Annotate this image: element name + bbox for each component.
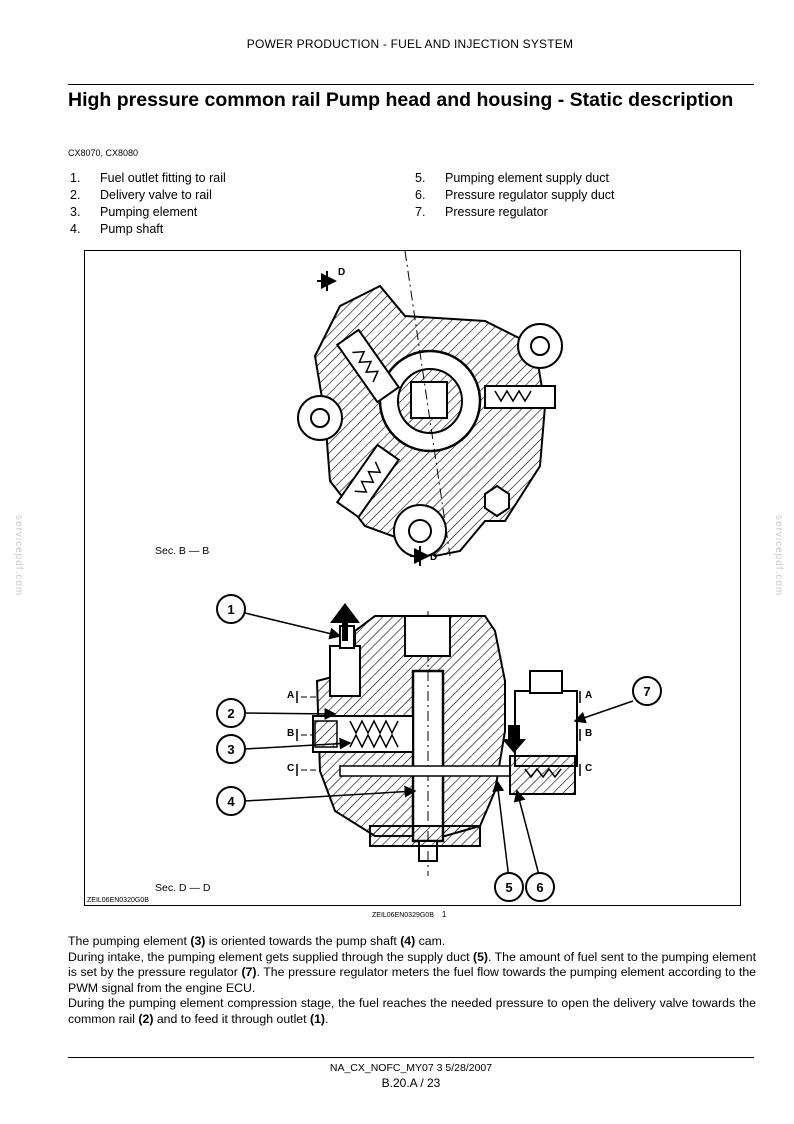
legend-text: Pumping element <box>100 205 198 219</box>
legend-number: 4. <box>70 222 81 236</box>
paragraph: During the pumping element compression s… <box>68 996 756 1027</box>
text-run: and to feed it through outlet <box>153 1011 310 1026</box>
legend-number: 5. <box>415 171 426 185</box>
figure-caption: ZEIL06EN0329G0B 1 <box>372 910 446 919</box>
callout-number: 3 <box>227 742 234 757</box>
text-run: is oriented towards the pump shaft <box>205 934 401 948</box>
section-bb-view: D D Sec. B — B <box>155 251 563 566</box>
header-rule <box>68 84 754 85</box>
text-run: . The pressure regulator meters the fuel… <box>68 965 756 995</box>
legend-item: 3. Pumping element <box>70 204 226 221</box>
callout-leader <box>244 612 342 640</box>
reference-number: (5) <box>472 949 489 964</box>
pump-cross-section-figure: D D Sec. B — B <box>84 250 741 906</box>
legend-item: 4. Pump shaft <box>70 221 226 238</box>
figure-code-caption: ZEIL06EN0329G0B <box>372 912 434 919</box>
text-run: cam. <box>415 934 446 948</box>
cut-marker-label: C <box>287 763 294 774</box>
legend-item: 7. Pressure regulator <box>415 204 615 221</box>
callout-number: 7 <box>643 684 650 699</box>
callout-3: 3 <box>216 734 246 764</box>
description-text: The pumping element (3) is oriented towa… <box>68 934 756 1027</box>
page-number: B.20.A / 23 <box>381 1076 441 1090</box>
legend-number: 3. <box>70 205 81 219</box>
legend-number: 1. <box>70 171 81 185</box>
legend-number: 6. <box>415 188 426 202</box>
section-dd-label: Sec. D — D <box>155 882 211 894</box>
cut-marker-label: A <box>287 690 294 701</box>
callout-leader <box>244 785 417 802</box>
reference-number: (7) <box>241 965 257 979</box>
cut-marker-label: A <box>585 690 592 701</box>
legend-text: Pump shaft <box>100 222 164 236</box>
legend-item: 5. Pumping element supply duct <box>415 170 615 187</box>
pump-diagram: D D Sec. B — B <box>87 251 662 904</box>
cut-marker-label: D <box>430 552 437 563</box>
callout-number: 4 <box>227 794 235 809</box>
callout-6: 6 <box>525 872 555 902</box>
callout-leader <box>513 789 541 880</box>
legend-text: Pressure regulator supply duct <box>445 188 615 202</box>
model-applicability: CX8070, CX8080 <box>68 148 139 158</box>
legend-item: 1. Fuel outlet fitting to rail <box>70 170 226 187</box>
text-run: The pumping element <box>68 934 191 948</box>
text-run: During intake, the pumping element gets … <box>68 949 473 964</box>
reference-number: (1) <box>309 1011 326 1026</box>
reference-number: (2) <box>138 1011 154 1026</box>
callout-number: 6 <box>536 880 543 895</box>
figure-number: 1 <box>441 910 447 919</box>
callout-2: 2 <box>216 698 246 728</box>
footer-rule <box>68 1057 754 1058</box>
callout-5: 5 <box>494 872 524 902</box>
section-dd-view: A B C A B C <box>155 594 662 902</box>
legend-text: Delivery valve to rail <box>100 188 212 202</box>
callout-leader <box>244 707 337 720</box>
callout-number: 2 <box>227 706 234 721</box>
legend-number: 7. <box>415 205 426 219</box>
callout-7: 7 <box>632 676 662 706</box>
callout-number: 1 <box>227 602 234 617</box>
legend-item: 6. Pressure regulator supply duct <box>415 187 615 204</box>
cut-marker-label: D <box>338 267 345 278</box>
paragraph: The pumping element (3) is oriented towa… <box>68 934 756 950</box>
reference-number: (4) <box>400 934 416 948</box>
figure-code: ZEIL06EN0320G0B <box>87 897 149 904</box>
callout-4: 4 <box>216 786 246 816</box>
reference-number: (3) <box>190 934 206 948</box>
running-header: POWER PRODUCTION - FUEL AND INJECTION SY… <box>246 37 574 51</box>
cut-marker-label: C <box>585 763 592 774</box>
text-run: During the pumping element compression s… <box>68 996 756 1026</box>
legend-text: Fuel outlet fitting to rail <box>100 171 226 185</box>
cut-marker-label: B <box>287 728 294 739</box>
text-run: . <box>325 1011 329 1026</box>
legend-number: 2. <box>70 188 81 202</box>
legend-item: 2. Delivery valve to rail <box>70 187 226 204</box>
callout-leader <box>573 700 634 724</box>
page-title: High pressure common rail Pump head and … <box>68 89 734 111</box>
legend-column-left: 1. Fuel outlet fitting to rail 2. Delivery… <box>70 170 226 238</box>
callout-1: 1 <box>216 594 246 624</box>
legend-column-right: 5. Pumping element supply duct 6. Pressure… <box>415 170 615 221</box>
footer-document-code: NA_CX_NOFC_MY07 3 5/28/2007 <box>329 1062 493 1074</box>
legend-text: Pumping element supply duct <box>445 171 609 185</box>
cut-marker-label: B <box>585 728 592 739</box>
watermark-left: servicepdf.com <box>13 515 24 597</box>
watermark-right: servicepdf.com <box>773 515 784 597</box>
text-run: . The amount of fuel sent to the pumping… <box>68 949 756 980</box>
callout-leader <box>492 779 510 880</box>
section-bb-label: Sec. B — B <box>155 545 209 557</box>
callout-number: 5 <box>505 880 512 895</box>
paragraph: During intake, the pumping element gets … <box>68 950 756 997</box>
legend-text: Pressure regulator <box>445 205 548 219</box>
callout-leader <box>244 737 352 750</box>
